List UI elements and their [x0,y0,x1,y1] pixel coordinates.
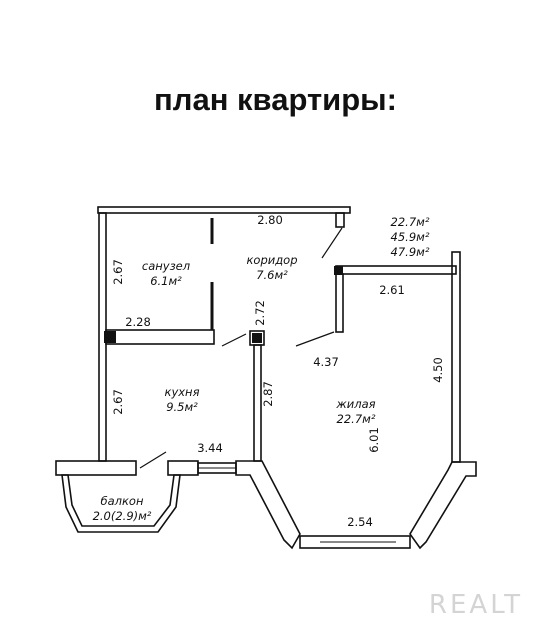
balcony-outline [61,474,181,533]
area-living: 22.7м² [391,215,430,229]
area-total: 45.9м² [391,230,430,244]
room-bathroom-name: санузел [142,259,191,273]
area-total-balcony: 47.9м² [391,245,430,259]
dim-kitchen-right: 2.87 [261,381,275,407]
dim-living-diag: 4.37 [313,355,339,369]
dim-kitchen-bottom: 3.44 [197,441,223,455]
wall-kitchen-bottom [55,460,137,476]
dim-bathroom-horizontal: 2.28 [125,315,151,329]
column-left [104,331,116,343]
wall-kitchen-living [253,344,262,462]
dim-living-inner: 6.01 [367,427,381,453]
wall-bathroom-bottom [105,329,215,345]
dim-bathroom-vertical: 2.67 [111,259,125,285]
room-living-area: 22.7м² [337,412,376,426]
door-balcony [139,451,167,469]
column-right [334,266,343,275]
room-corridor-area: 7.6м² [256,268,288,282]
dim-bay-bottom: 2.54 [347,515,373,529]
bay-window-bottom [299,535,411,549]
dim-corridor-vertical: 2.72 [253,300,267,326]
watermark: REALT [428,590,523,620]
dim-living-top: 2.61 [379,283,405,297]
wall-corridor-right [335,273,344,333]
wall-living-right [451,251,461,463]
room-corridor-name: коридор [246,253,297,267]
room-living-name: жилая [335,397,375,411]
wall-living-top [335,265,457,275]
dim-living-right: 4.50 [431,357,445,383]
dim-top: 2.80 [257,213,283,227]
bay-wall-left [235,460,301,550]
wall-kitchen-bottom-right [167,460,199,476]
dim-kitchen-vertical: 2.67 [111,389,125,415]
wall-top-right-stub [335,212,345,228]
room-kitchen-name: кухня [165,385,200,399]
room-balcony-area: 2.0(2.9)м² [93,509,152,523]
room-bathroom-area: 6.1м² [150,274,182,288]
door-kitchen-corridor [221,333,247,347]
room-balcony-name: балкон [101,494,144,508]
bay-wall-right [409,461,477,550]
door-living [295,331,335,347]
wall-top [97,206,351,214]
room-kitchen-area: 9.5м² [166,400,198,414]
page-title: план квартиры: [154,82,397,117]
column-center-fill [252,333,262,343]
door-corridor [321,227,343,259]
